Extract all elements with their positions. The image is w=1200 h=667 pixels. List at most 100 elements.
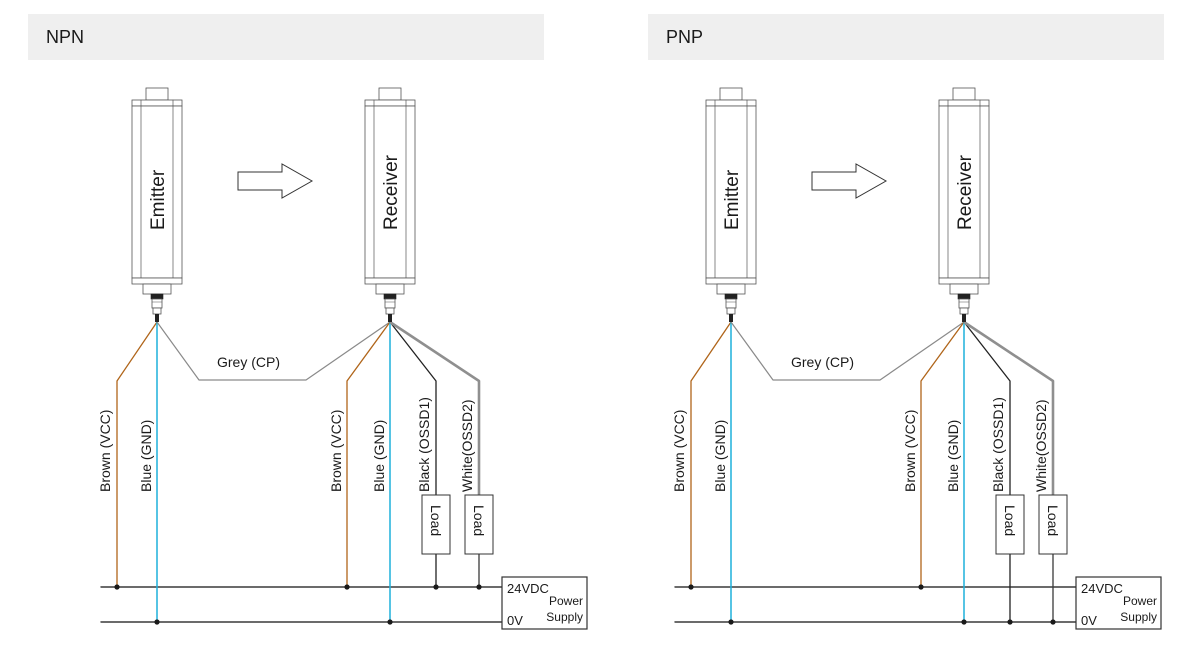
cable-gland [388, 314, 392, 322]
sensor-neck [949, 283, 979, 295]
connector-body [725, 298, 737, 309]
load-1: Load [995, 494, 1025, 555]
receiver-sensor: Receiver [938, 87, 990, 322]
power-supply-label-line1: Power [1123, 594, 1157, 608]
npn-header: NPN [28, 14, 544, 60]
black-ossd1-wire [389, 321, 437, 495]
direction-arrow-icon [237, 163, 314, 199]
cable-gland [155, 314, 159, 322]
power-supply-label-line2: Supply [546, 610, 583, 624]
connector-tip [959, 307, 969, 315]
sensor-bottom-rail [364, 277, 416, 285]
sensor-top-rail [938, 99, 990, 107]
sensor-body [131, 105, 183, 279]
cable-gland [729, 314, 733, 322]
black-ossd1-label: Black (OSSD1) [990, 397, 1006, 492]
connector-body [151, 298, 163, 309]
receiver-brown-wire [346, 321, 391, 587]
emitter-brown-label: Brown (VCC) [97, 410, 113, 492]
power-supply-24vdc-label: 24VDC [1081, 581, 1123, 596]
connector-nut [724, 293, 738, 300]
junction-dot [344, 584, 350, 590]
connector-tip [726, 307, 736, 315]
load-1: Load [421, 494, 451, 555]
receiver-brown-label: Brown (VCC) [902, 410, 918, 492]
sensor-body [938, 105, 990, 279]
sensor-top-cap [952, 87, 976, 101]
load-box [464, 494, 494, 555]
black-ossd1-label: Black (OSSD1) [416, 397, 432, 492]
sensor-body [364, 105, 416, 279]
emitter-sensor: Emitter [705, 87, 757, 322]
sensor-bottom-rail [131, 277, 183, 285]
junction-dot [114, 584, 120, 590]
sensor-top-cap [378, 87, 402, 101]
grey-cp-wire [156, 321, 391, 381]
power-supply-0v-label: 0V [507, 613, 523, 628]
sensor-neck [142, 283, 172, 295]
power-supply-box [501, 576, 588, 630]
sensor-bottom-rail [938, 277, 990, 285]
junction-dot [728, 619, 734, 625]
power-supply-24vdc-label: 24VDC [507, 581, 549, 596]
sensor-body [705, 105, 757, 279]
emitter-blue-label: Blue (GND) [712, 420, 728, 492]
emitter-sensor: Emitter [131, 87, 183, 322]
connector-body [958, 298, 970, 309]
sensor-label: Receiver [955, 154, 976, 230]
emitter-brown-wire [116, 321, 158, 587]
power-supply-label-line1: Power [549, 594, 583, 608]
load-2: Load [1038, 494, 1068, 555]
cable-gland [962, 314, 966, 322]
connector-body [384, 298, 396, 309]
junction-dot [387, 619, 393, 625]
receiver-blue-label: Blue (GND) [945, 420, 961, 492]
white-ossd2-label: White(OSSD2) [1033, 399, 1049, 492]
load-box [1038, 494, 1068, 555]
emitter-blue-label: Blue (GND) [138, 420, 154, 492]
junction-dot [1050, 619, 1056, 625]
white-ossd2-wire [963, 320, 1055, 495]
grey-wire-label: Grey (CP) [217, 354, 280, 370]
connector-tip [385, 307, 395, 315]
sensor-top-cap [145, 87, 169, 101]
receiver-brown-label: Brown (VCC) [328, 410, 344, 492]
load-label: Load [1045, 505, 1061, 536]
sensor-label: Emitter [722, 169, 743, 230]
power-supply-0v-label: 0V [1081, 613, 1097, 628]
junction-dot [433, 584, 439, 590]
emitter-brown-label: Brown (VCC) [671, 410, 687, 492]
connector-nut [957, 293, 971, 300]
connector-nut [383, 293, 397, 300]
sensor-neck [716, 283, 746, 295]
connector-nut [150, 293, 164, 300]
power-supply-box [1075, 576, 1162, 630]
sensor-top-rail [705, 99, 757, 107]
power-supply-label-line2: Supply [1120, 610, 1157, 624]
load-box [421, 494, 451, 555]
emitter-brown-wire [690, 321, 732, 587]
sensor-top-rail [364, 99, 416, 107]
load-label: Load [1002, 505, 1018, 536]
white-ossd2-label: White(OSSD2) [459, 399, 475, 492]
pnp-title: PNP [666, 27, 704, 47]
junction-dot [961, 619, 967, 625]
sensor-neck [375, 283, 405, 295]
npn-title: NPN [46, 27, 85, 47]
load-label: Load [471, 505, 487, 536]
sensor-top-rail [131, 99, 183, 107]
sensor-label: Emitter [148, 169, 169, 230]
load-box [995, 494, 1025, 555]
sensor-top-cap [719, 87, 743, 101]
black-ossd1-wire [963, 321, 1011, 495]
white-ossd2-wire [389, 320, 481, 495]
grey-cp-wire [730, 321, 965, 381]
pnp-header: PNP [648, 14, 1164, 60]
connector-tip [152, 307, 162, 315]
junction-dot [918, 584, 924, 590]
receiver-brown-wire [920, 321, 965, 587]
